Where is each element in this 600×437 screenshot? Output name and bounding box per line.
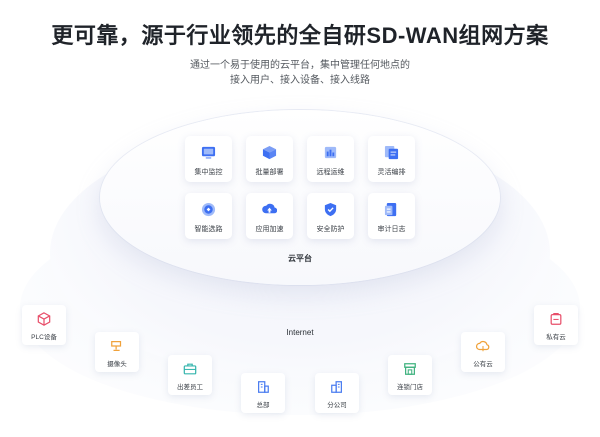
endpoint-public-cloud[interactable]: 公有云 xyxy=(461,332,505,372)
store-icon xyxy=(404,363,416,375)
endpoint-chain-store[interactable]: 连锁门店 xyxy=(388,355,432,395)
public-cloud-icon xyxy=(476,341,490,352)
endpoint-label: 出差员工 xyxy=(177,384,203,391)
endpoint-label: 总部 xyxy=(256,402,270,409)
orchestration-icon xyxy=(384,145,399,160)
module-label: 远程运维 xyxy=(316,169,345,176)
module-label: 应用加速 xyxy=(255,226,284,233)
module-monitor[interactable]: 集中监控 xyxy=(185,136,232,182)
branch-office-icon xyxy=(331,381,342,393)
shield-icon xyxy=(324,202,337,217)
endpoint-label: 连锁门店 xyxy=(397,384,423,391)
module-label: 灵活编排 xyxy=(377,169,406,176)
module-security[interactable]: 安全防护 xyxy=(307,193,354,239)
module-orchestration[interactable]: 灵活编排 xyxy=(368,136,415,182)
headline: 更可靠，源于行业领先的全自研SD-WAN组网方案 xyxy=(51,23,549,48)
endpoint-label: 公有云 xyxy=(473,361,493,368)
endpoint-label: 摄像头 xyxy=(107,361,127,368)
module-label: 集中监控 xyxy=(194,169,223,176)
module-label: 审计日志 xyxy=(377,226,406,233)
monitor-icon xyxy=(201,146,216,159)
headquarters-icon xyxy=(258,381,269,393)
briefcase-icon xyxy=(183,363,197,375)
endpoint-branch-office[interactable]: 分公司 xyxy=(315,373,359,413)
endpoint-headquarters[interactable]: 总部 xyxy=(241,373,285,413)
module-acceleration[interactable]: 应用加速 xyxy=(246,193,293,239)
module-label: 安全防护 xyxy=(316,226,345,233)
endpoint-label: 分公司 xyxy=(327,402,347,409)
endpoint-private-cloud[interactable]: 私有云 xyxy=(534,305,578,345)
module-smart-route[interactable]: 智能选路 xyxy=(185,193,232,239)
audit-log-icon xyxy=(384,202,397,217)
endpoint-traveling-staff[interactable]: 出差员工 xyxy=(168,355,212,395)
cloud-platform-stage xyxy=(100,110,500,285)
cube-deploy-icon xyxy=(262,145,277,160)
subtitle-line-2: 接入用户、接入设备、接入线路 xyxy=(230,75,370,86)
module-label: 智能选路 xyxy=(194,226,223,233)
endpoint-label: PLC设备 xyxy=(31,334,57,341)
cloud-platform-label: 云平台 xyxy=(288,254,312,263)
plc-device-icon xyxy=(37,312,51,326)
camera-icon xyxy=(111,341,122,351)
subtitle-line-1: 通过一个易于使用的云平台，集中管理任何地点的 xyxy=(190,60,410,71)
module-label: 批量部署 xyxy=(255,169,284,176)
private-cloud-icon xyxy=(550,313,562,325)
internet-label: Internet xyxy=(286,328,314,337)
module-audit-log[interactable]: 审计日志 xyxy=(368,193,415,239)
smart-route-icon xyxy=(201,202,216,217)
acceleration-icon xyxy=(262,203,277,214)
remote-ops-icon xyxy=(324,146,337,159)
module-remote-ops[interactable]: 远程运维 xyxy=(307,136,354,182)
endpoint-plc[interactable]: PLC设备 xyxy=(22,305,66,345)
module-batch-deploy[interactable]: 批量部署 xyxy=(246,136,293,182)
subtitle: 通过一个易于使用的云平台，集中管理任何地点的 接入用户、接入设备、接入线路 xyxy=(0,58,600,88)
endpoint-camera[interactable]: 摄像头 xyxy=(95,332,139,372)
endpoint-label: 私有云 xyxy=(546,334,566,341)
